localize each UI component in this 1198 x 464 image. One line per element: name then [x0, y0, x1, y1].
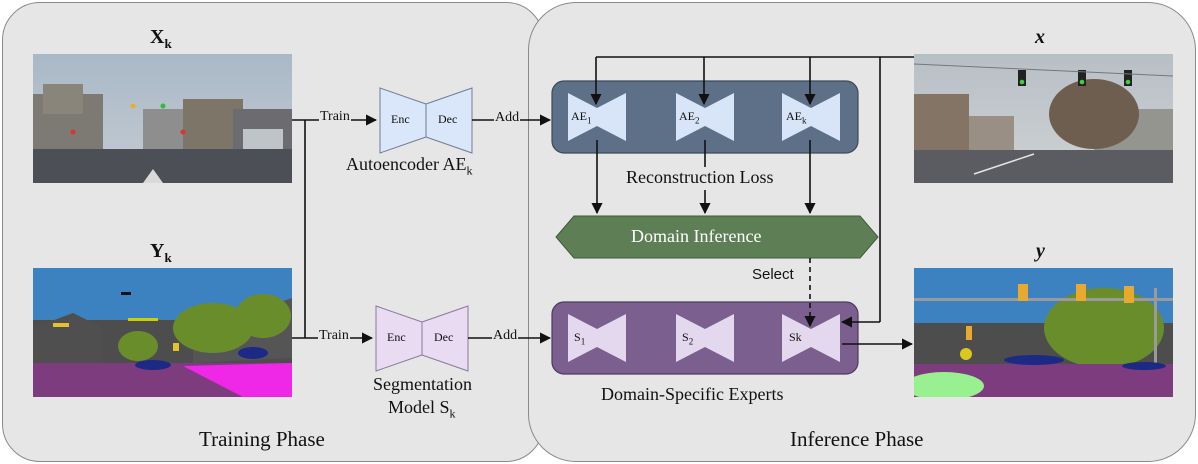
- autoencoder-caption: Autoencoder AEk: [346, 154, 473, 178]
- ae-decoder-shape: [425, 87, 473, 154]
- seg-bank-label-2: S2: [682, 330, 694, 347]
- seg-dec-label: Dec: [434, 330, 454, 344]
- segmentation-caption-line1: Segmentation: [373, 374, 472, 394]
- segmentation-caption-line2: Model Sk: [388, 397, 456, 421]
- add-label-bottom: Add: [492, 328, 519, 344]
- y-label: y: [1036, 240, 1045, 262]
- training-label-map: [33, 268, 292, 397]
- inference-phase-label: Inference Phase: [790, 427, 924, 451]
- ae-bank-item-1: [568, 93, 626, 141]
- seg-decoder-shape: [421, 305, 469, 372]
- ae-bank-label-k: AEk: [786, 109, 807, 126]
- train-label-bottom: Train: [318, 328, 350, 344]
- seg-bank-label-k: Sk: [789, 330, 802, 344]
- experts-caption: Domain-Specific Experts: [601, 384, 784, 404]
- ae-bank-label-2: AE2: [679, 109, 700, 126]
- seg-bank-label-1: S1: [574, 330, 586, 347]
- inference-output-map: [914, 268, 1173, 397]
- seg-bank-item-2: [676, 314, 734, 362]
- ae-bank-item-k: [782, 93, 840, 141]
- x-k-label: Xk: [150, 26, 172, 51]
- train-label-top: Train: [319, 109, 351, 125]
- seg-enc-label: Enc: [387, 330, 406, 344]
- training-input-photo: [33, 54, 292, 183]
- select-label: Select: [752, 266, 794, 283]
- seg-bank-item-k: [782, 314, 840, 362]
- add-label-top: Add: [494, 110, 521, 126]
- domain-inference-shape: [555, 215, 879, 259]
- reconstruction-loss-label: Reconstruction Loss: [624, 167, 776, 188]
- ae-dec-label: Dec: [438, 112, 458, 126]
- training-phase-label: Training Phase: [199, 427, 325, 451]
- inference-input-photo: [914, 54, 1173, 183]
- ae-bank-label-1: AE1: [571, 109, 592, 126]
- domain-inference-label: Domain Inference: [631, 226, 762, 246]
- ae-enc-label: Enc: [391, 112, 410, 126]
- x-label: x: [1035, 26, 1045, 48]
- ae-bank-item-2: [676, 93, 734, 141]
- y-k-label: Yk: [150, 240, 172, 265]
- seg-bank-item-1: [568, 314, 626, 362]
